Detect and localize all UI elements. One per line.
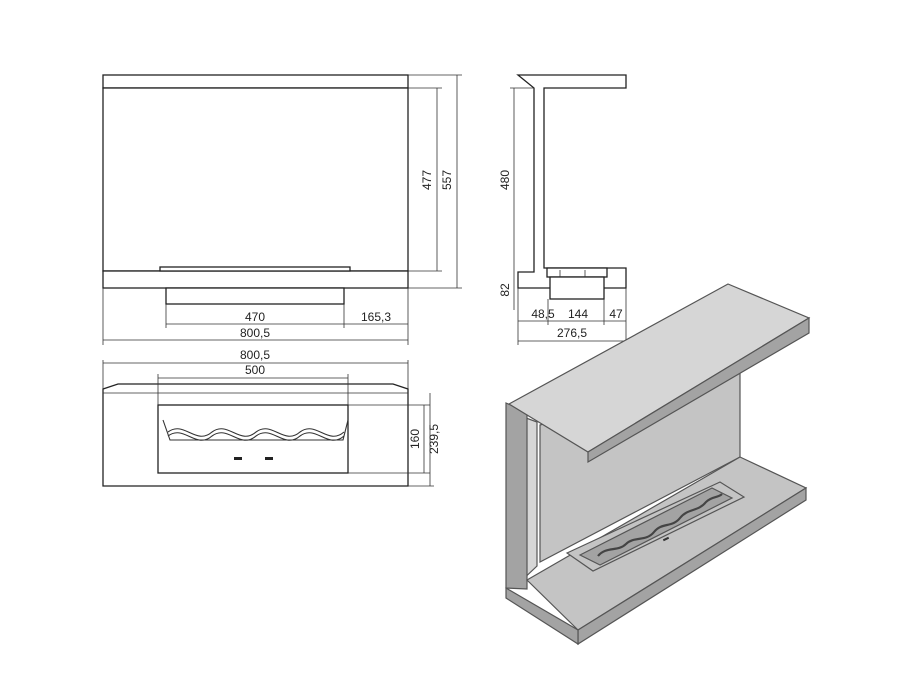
dim-557: 557 — [440, 170, 454, 190]
top-burner-tray — [162, 419, 349, 441]
side-view: 480 82 48,5 144 47 276,5 — [498, 74, 627, 345]
dim-47: 47 — [609, 307, 623, 321]
side-burner-box — [549, 276, 605, 300]
iso-base-side — [505, 586, 579, 646]
iso-flame-wave — [597, 493, 723, 557]
dim-500: 500 — [245, 363, 265, 377]
dim-480: 480 — [498, 170, 512, 190]
front-top-shelf — [102, 74, 409, 89]
top-view: 800,5 500 160 239,5 — [102, 348, 441, 487]
top-burner-frame — [157, 404, 349, 474]
top-flame-wave-2 — [167, 432, 345, 441]
dim-477: 477 — [420, 170, 434, 190]
front-view: 477 557 470 165,3 800,5 — [102, 74, 462, 345]
side-profile — [516, 74, 627, 289]
side-burner-top — [546, 267, 608, 278]
iso-side-panel — [505, 402, 528, 590]
dim-144: 144 — [568, 307, 588, 321]
top-flame-wave-1 — [167, 428, 345, 437]
dim-239-5: 239,5 — [427, 424, 441, 454]
dim-470: 470 — [245, 310, 265, 324]
top-burner-slot-right — [265, 457, 273, 460]
front-back-panel — [102, 87, 409, 272]
front-burner-box — [165, 287, 345, 305]
isometric-view — [505, 283, 811, 646]
dim-160: 160 — [408, 429, 422, 449]
dim-276-5: 276,5 — [557, 326, 587, 340]
top-burner-slot-left — [234, 457, 242, 460]
dim-48-5: 48,5 — [531, 307, 555, 321]
front-base — [102, 270, 409, 289]
dim-165-3: 165,3 — [361, 310, 391, 324]
dim-800-5-front: 800,5 — [240, 326, 270, 340]
dim-800-5-top: 800,5 — [240, 348, 270, 362]
iso-top-shelf-front — [587, 316, 810, 464]
front-burner-rim — [159, 266, 351, 272]
iso-burner-well — [578, 487, 734, 566]
dim-82: 82 — [498, 283, 512, 297]
iso-burner-slot — [662, 536, 670, 542]
